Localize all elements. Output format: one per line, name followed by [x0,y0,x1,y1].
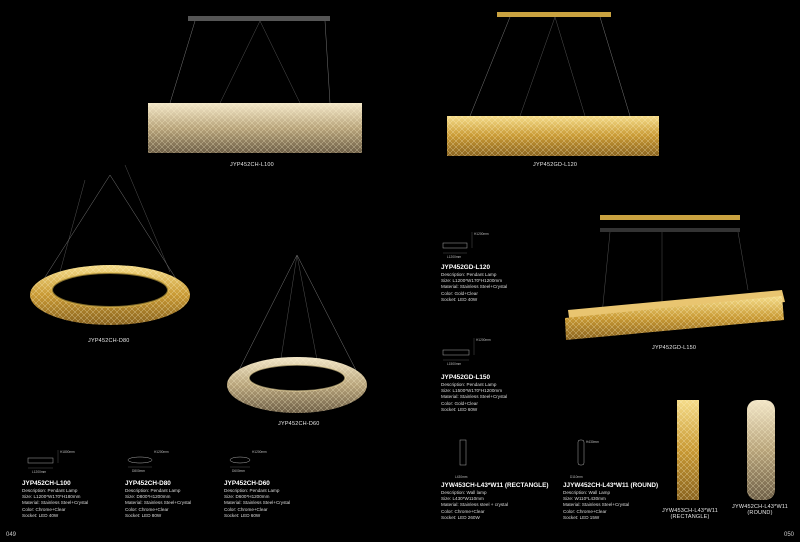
wall-lamp-rectangle-image [677,400,699,500]
spec-block-l120: JYP452GD-L120 Description: Pendant Lamp … [441,264,507,303]
dim-d60-height: H1200mm [252,450,267,454]
dimension-sketch-wall-round [577,439,585,466]
spec-block-wall-rect: JYW453CH-L43*W11 (RECTANGLE) Description… [441,482,548,521]
chandelier-l120-image [447,12,659,156]
spec-color: Color: Chrome+Clear [22,506,66,512]
spec-block-l100: JYP452CH-L100 Description: Pendant Lamp … [22,480,88,519]
spec-title: JYP452GD-L150 [441,374,491,381]
spec-size: Size: L1200*W170*H1200mm [441,278,503,284]
caption-wall-round-title: JYW452CH-L43*W11 [732,504,788,510]
dimension-sketch-l120 [442,232,473,254]
spec-title: JYP452CH-L100 [22,480,71,487]
dim-l150-height: H1200mm [476,338,491,342]
spec-color: Color: Gold+Clear [441,290,478,296]
caption-l150: JYP452GD-L150 [652,345,697,351]
spec-block-l150: JYP452GD-L150 Description: Pendant Lamp … [441,374,507,413]
dimension-sketch-wall-rect [459,439,467,466]
dimension-sketch-d80 [127,456,153,468]
spec-material: Material: Stainless Steel+Crystal [563,502,630,508]
spec-material: Material: Stainless Steel+Crystal [22,500,89,506]
dim-l150-width: L1500mm [447,362,462,366]
caption-wall-rect-sub: (RECTANGLE) [670,514,710,520]
caption-d60: JYP452CH-D60 [278,421,320,427]
dim-l120-height: H1200mm [474,232,489,236]
spec-block-d60: JYP452CH-D60 Description: Pendant Lamp S… [224,480,290,519]
spec-socket: Socket: LED 40W [22,512,59,518]
spec-block-d80: JYP452CH-D80 Description: Pendant Lamp S… [125,480,191,519]
spec-socket: Socket: LED 60W [441,406,478,412]
wall-lamp-round-image [747,400,775,500]
spec-socket: Socket: LED 260W [441,514,480,520]
dim-l100-width: L1200mm [32,470,47,474]
spec-material: Material: Stainless Steel+Crystal [441,394,508,400]
spec-socket: Socket: LED 80W [125,512,162,518]
spec-color: Color: Chrome+Clear [563,508,607,514]
spec-size: Size: L1500*W170*H1200mm [441,388,503,394]
spec-size: Size: D600*H1200mm [224,494,270,500]
caption-l120: JYP452GD-L120 [533,162,578,168]
caption-wall-rect-title: JYW453CH-L43*W11 [662,508,718,514]
spec-description: Description: Pendant Lamp [441,272,497,277]
spec-material: Material: Stainless Steel+Crystal [224,500,291,506]
spec-socket: Socket: LED 60W [224,512,261,518]
spec-description: Description: Pendant Lamp [22,488,78,493]
dim-wall-round-width: D110mm [570,475,583,479]
dim-d60-width: D600mm [232,469,245,473]
page-number-right: 050 [783,532,794,538]
caption-wall-rect: JYW453CH-L43*W11 (RECTANGLE) [660,508,720,520]
dim-d80-width: D800mm [132,469,145,473]
spec-socket: Socket: LED 40W [441,296,478,302]
dim-l100-height: H1800mm [60,450,75,454]
dimension-sketch-l100 [27,450,59,469]
dim-wall-rect-width: L430mm [455,475,468,479]
dim-l120-width: L1200mm [447,255,462,259]
chandelier-l150-image [565,215,785,340]
spec-title: JYP452GD-L120 [441,264,491,271]
spec-size: Size: L1200*W170*H180mm [22,494,81,500]
spec-title: JYW453CH-L43*W11 (RECTANGLE) [441,482,549,489]
spec-socket: Socket: LED 15W [563,514,600,520]
spec-color: Color: Gold+Clear [441,400,478,406]
caption-wall-round: JYW452CH-L43*W11 (ROUND) [728,504,792,516]
spec-description: Description: Pendant Lamp [441,382,497,387]
spec-description: Description: Wall lamp [441,490,487,495]
chandelier-l100-image [148,16,362,153]
spec-size: Size: W110*L430mm [563,496,606,502]
spec-title: JYP452CH-D80 [125,480,171,487]
spec-block-wall-round: JJYW452CH-L43*W11 (ROUND) Description: W… [563,482,658,521]
caption-l100: JYP452CH-L100 [230,162,274,168]
spec-material: Material: Stainless Steel+Crystal [125,500,192,506]
dimension-sketch-d60 [229,456,251,468]
spec-description: Description: Wall Lamp [563,490,611,495]
spec-material: Material: Stainless steel + crystal [441,502,509,508]
spec-size: Size: L430*W110mm [441,496,484,502]
spec-description: Description: Pendant Lamp [125,488,181,493]
dim-wall-round-height: H430mm [586,440,599,444]
page-number-left: 049 [6,532,17,538]
spec-title: JYP452CH-D60 [224,480,270,487]
spec-description: Description: Pendant Lamp [224,488,280,493]
spec-material: Material: Stainless Steel+Crystal [441,284,508,290]
chandelier-d60-image [227,254,367,413]
caption-wall-round-sub: (ROUND) [747,510,773,516]
dimension-sketch-l150 [442,338,475,361]
dim-d80-height: H1200mm [154,450,169,454]
caption-d80: JYP452CH-D80 [88,338,130,344]
chandelier-d80-image [30,164,190,325]
spec-color: Color: Chrome+Clear [441,508,485,514]
spec-color: Color: Chrome+Clear [125,506,169,512]
spec-color: Color: Chrome+Clear [224,506,268,512]
spec-title: JJYW452CH-L43*W11 (ROUND) [563,482,659,489]
spec-size: Size: D800*H1200mm [125,494,171,500]
